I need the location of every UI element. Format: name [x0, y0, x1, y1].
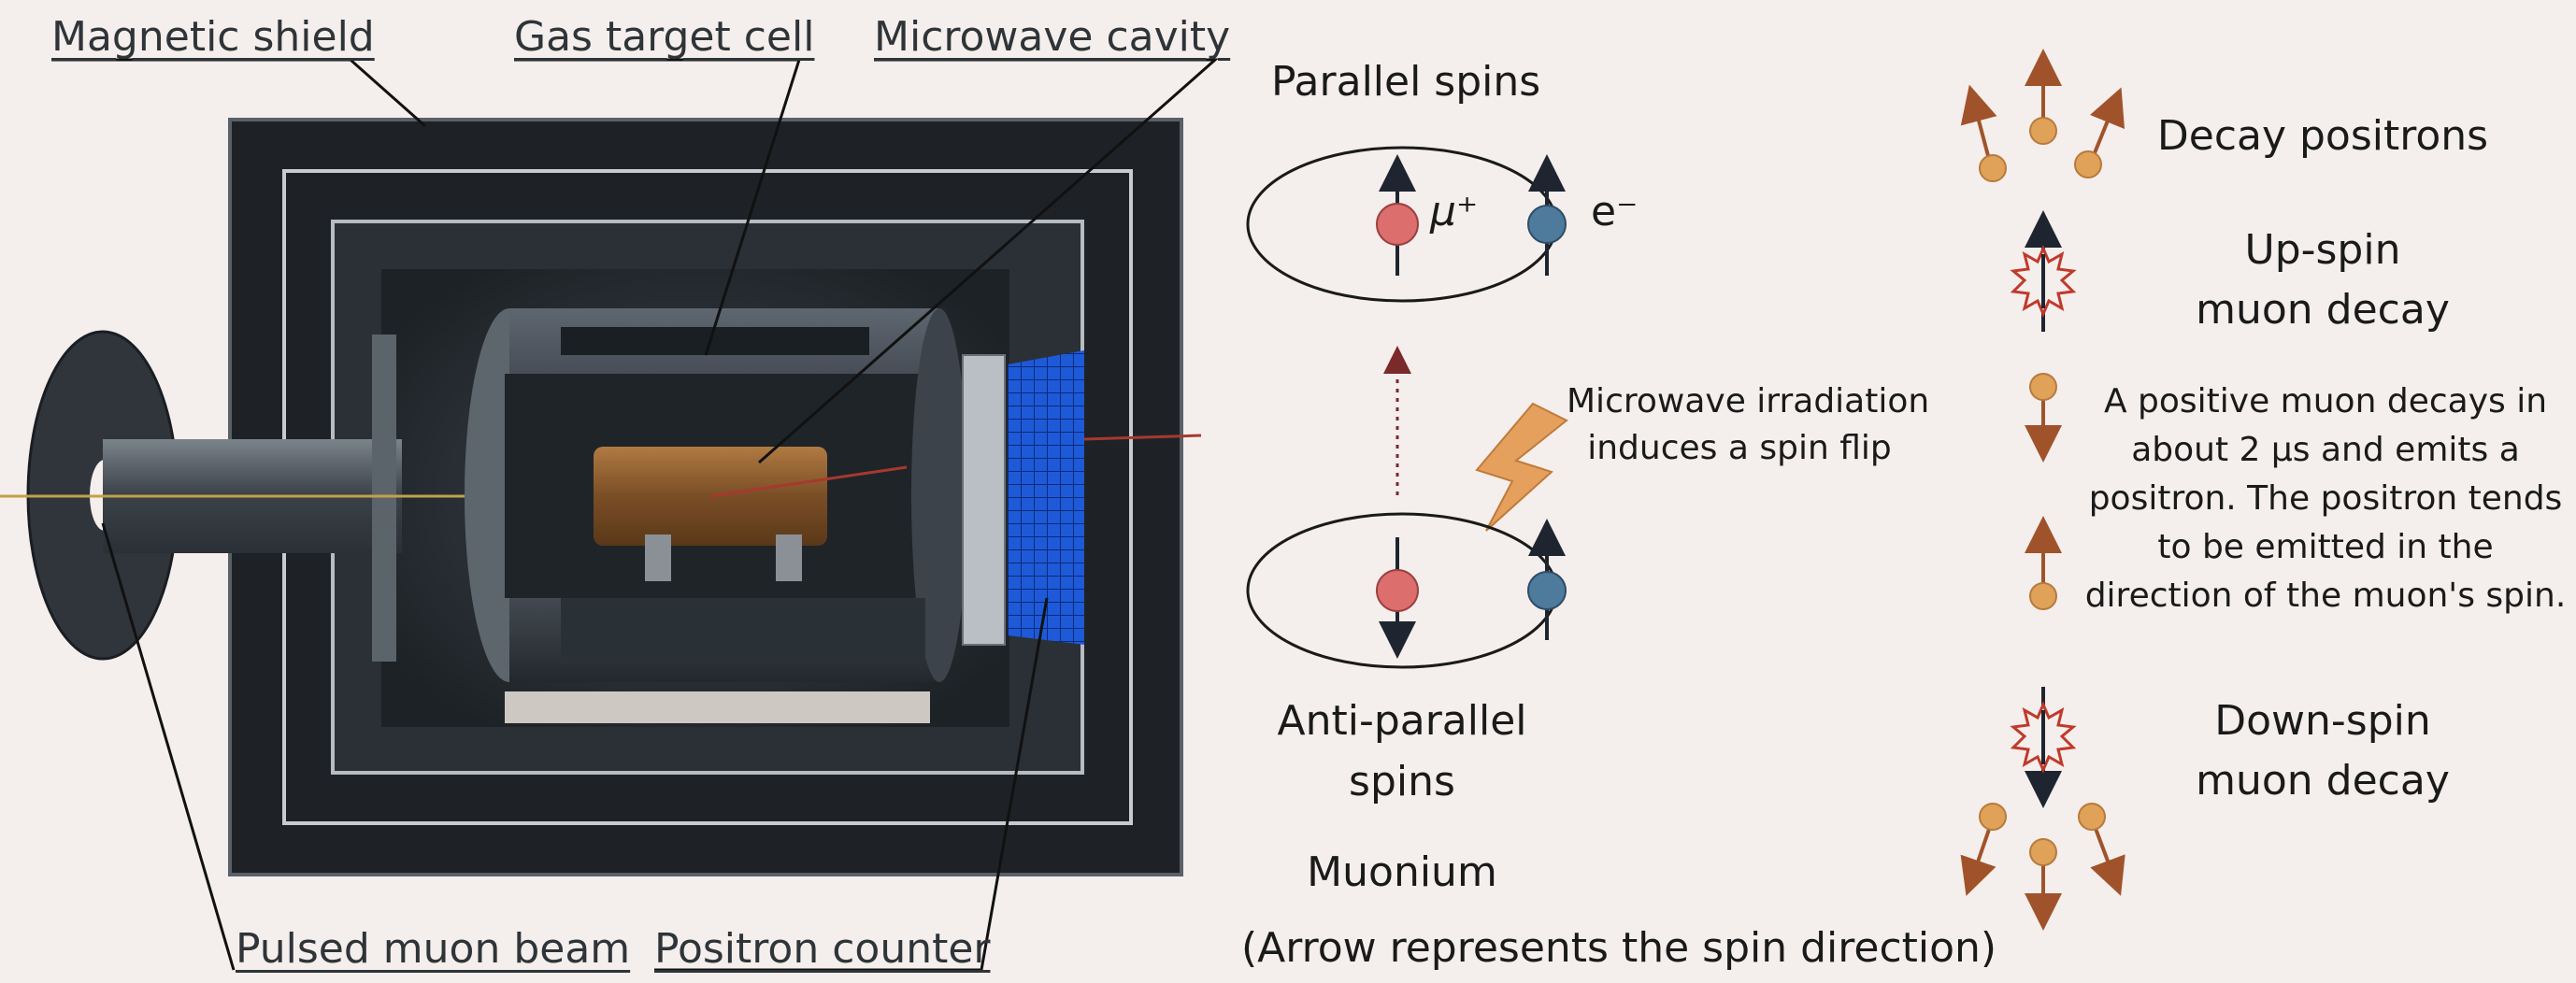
- muon-particle: [1376, 569, 1419, 612]
- spin-flip-text-1: Microwave irradiation: [1567, 382, 1930, 420]
- electron-symbol: e⁻: [1591, 188, 1639, 235]
- parallel-spins-title: Parallel spins: [1271, 58, 1541, 106]
- spin-flip-text-2: induces a spin flip: [1587, 429, 1892, 467]
- electron-particle: [1527, 571, 1567, 610]
- muon-symbol: μ⁺: [1430, 188, 1479, 235]
- antiparallel-title-1: Anti-parallel: [1277, 697, 1527, 745]
- electron-particle: [1527, 205, 1567, 244]
- down-spin-label-2: muon decay: [2196, 757, 2450, 805]
- label-pulsed-muon-beam: Pulsed muon beam: [236, 925, 631, 973]
- antiparallel-title-2: spins: [1349, 758, 1455, 805]
- muon-particle: [1376, 203, 1419, 246]
- down-spin-decay-icon: [2010, 687, 2077, 808]
- target-cylinder: [465, 308, 967, 723]
- up-spin-label-2: muon decay: [2196, 286, 2450, 334]
- positron-counter: [962, 350, 1202, 646]
- positron-up-icon: [2025, 516, 2062, 610]
- decay-positrons-down-icon: [1960, 803, 2125, 931]
- label-magnetic-shield: Magnetic shield: [51, 13, 375, 61]
- label-gas-target-cell: Gas target cell: [514, 13, 815, 61]
- lightning-bolt-icon: [1475, 402, 1568, 532]
- decay-positrons-icon: [1960, 49, 2125, 182]
- parallel-muonium: [1246, 146, 1567, 303]
- label-positron-counter: Positron counter: [654, 925, 991, 973]
- arrow-note: (Arrow represents the spin direction): [1241, 924, 1997, 972]
- up-spin-decay-icon: [2010, 210, 2077, 332]
- leader-lines: [51, 58, 1219, 972]
- microwave-cavity: [594, 447, 908, 581]
- muonium-label: Muonium: [1307, 848, 1497, 896]
- decay-explanation: A positive muon decays in about 2 μs and…: [2084, 382, 2567, 615]
- down-spin-label-1: Down-spin: [2214, 697, 2431, 745]
- positron-down-icon: [2025, 373, 2062, 463]
- decay-positrons-label: Decay positrons: [2156, 112, 2489, 160]
- antiparallel-muonium: [1246, 512, 1567, 669]
- label-microwave-cavity: Microwave cavity: [874, 13, 1231, 61]
- up-spin-label-1: Up-spin: [2244, 226, 2401, 274]
